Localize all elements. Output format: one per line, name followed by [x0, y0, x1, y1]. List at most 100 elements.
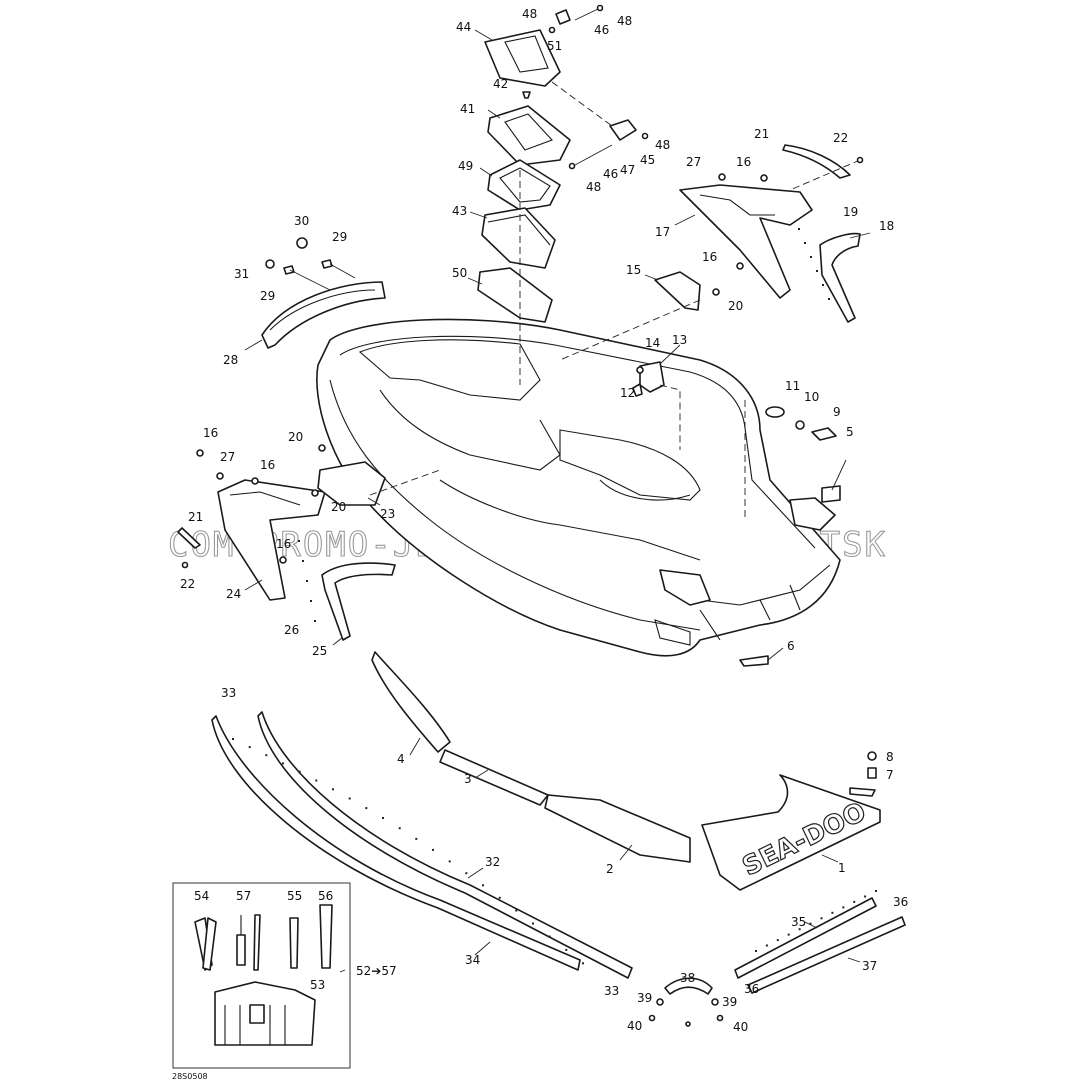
callout-19: 19	[843, 205, 858, 219]
callout-24: 24	[226, 587, 241, 601]
fastener-dot	[822, 284, 824, 286]
fastener-dot	[282, 762, 284, 765]
fastener-dot	[755, 950, 757, 952]
callout-26: 26	[284, 623, 299, 637]
fastener-dot	[532, 922, 534, 925]
hull	[316, 318, 841, 657]
part-32-rail	[257, 711, 633, 979]
callout-labels: 44 48 48 46 51 42 41 45 48 47 46 48 49 4…	[172, 7, 908, 1081]
part-35-rail	[734, 897, 877, 979]
part-18-trim	[819, 232, 861, 323]
callout-45: 45	[640, 153, 655, 167]
part-24-side-panel	[217, 479, 326, 601]
front-latch	[632, 361, 837, 520]
callout-48: 48	[617, 14, 632, 28]
part-28-handle	[261, 281, 386, 349]
part-21-trim	[782, 144, 851, 179]
callout-16: 16	[736, 155, 751, 169]
callout-53: 53	[310, 978, 325, 992]
callout-5: 5	[846, 425, 854, 439]
callout-6: 6	[787, 639, 795, 653]
fastener-dot	[448, 860, 451, 863]
callout-55: 55	[287, 889, 302, 903]
callout-16: 16	[702, 250, 717, 264]
part-44-lid	[484, 29, 561, 87]
fastener-dot	[828, 298, 830, 300]
fastener-dot	[515, 909, 518, 912]
callout-4: 4	[397, 752, 405, 766]
callout-34: 34	[465, 953, 480, 967]
fastener-dot	[365, 807, 368, 810]
part-38-bumper	[664, 977, 713, 995]
callout-29: 29	[332, 230, 347, 244]
callout-16: 16	[203, 426, 218, 440]
tool-kit-box	[172, 882, 351, 1069]
callout-44: 44	[456, 20, 471, 34]
callout-40: 40	[627, 1019, 642, 1033]
fastener-dot	[776, 939, 779, 942]
fastener-dot	[798, 928, 801, 931]
fastener-dot	[809, 922, 812, 925]
callout-48: 48	[655, 138, 670, 152]
callout-11: 11	[785, 379, 800, 393]
callout-27: 27	[220, 450, 235, 464]
fastener-dot	[864, 895, 867, 898]
hull-rear-plate	[789, 497, 836, 531]
callout-10: 10	[804, 390, 819, 404]
callout-39: 39	[722, 995, 737, 1009]
right-side-panels	[559, 144, 864, 361]
callout-38: 38	[680, 971, 695, 985]
fastener-dot	[302, 560, 304, 562]
fastener-dot	[875, 890, 877, 892]
callout-15: 15	[626, 263, 641, 277]
fastener-dot	[810, 256, 812, 258]
part-51-latch	[555, 9, 571, 25]
part-56-spark-tool	[319, 904, 333, 969]
part-37-rail	[747, 916, 906, 994]
glove-box-assembly	[477, 4, 649, 385]
fastener-dot	[248, 746, 251, 749]
hull-rear-step	[659, 569, 711, 606]
callout-33: 33	[221, 686, 236, 700]
fastener-dot	[415, 837, 418, 840]
part-43-storage-bin	[481, 207, 556, 269]
part-4-mat	[371, 651, 451, 753]
callout-37: 37	[862, 959, 877, 973]
part-2-mat	[544, 794, 691, 863]
callout-17: 17	[655, 225, 670, 239]
fastener-dot	[798, 228, 800, 230]
part-11-plate	[765, 406, 785, 418]
fastener-dot	[315, 779, 318, 782]
fastener-dot	[265, 754, 268, 757]
part-45-clip	[609, 119, 637, 141]
fastener-dot	[498, 896, 501, 899]
callout-27: 27	[686, 155, 701, 169]
fastener-dot	[582, 962, 584, 965]
callout-21: 21	[188, 510, 203, 524]
callout-48: 48	[586, 180, 601, 194]
part-25-trim	[321, 562, 396, 641]
callout-42: 42	[493, 77, 508, 91]
fastener-dot	[432, 848, 434, 851]
callout-1: 1	[838, 861, 846, 875]
callout-13: 13	[672, 333, 687, 347]
callout-18: 18	[879, 219, 894, 233]
fastener-dot	[298, 770, 301, 773]
callout-36: 36	[893, 895, 908, 909]
fastener-dot	[804, 242, 806, 244]
part-9-strap	[811, 427, 837, 441]
fastener-dot	[853, 900, 856, 903]
callout-48: 48	[522, 7, 537, 21]
callout-57: 57	[236, 889, 251, 903]
callout-16: 16	[276, 537, 291, 551]
callout-40: 40	[733, 1020, 748, 1034]
fastener-dot	[482, 884, 484, 887]
left-side-panels	[177, 444, 441, 641]
callout-50: 50	[452, 266, 467, 280]
callout-21: 21	[754, 127, 769, 141]
fastener-dot	[348, 797, 351, 800]
callout-41: 41	[460, 102, 475, 116]
callout-8: 8	[886, 750, 894, 764]
fastener-dot	[310, 600, 312, 602]
